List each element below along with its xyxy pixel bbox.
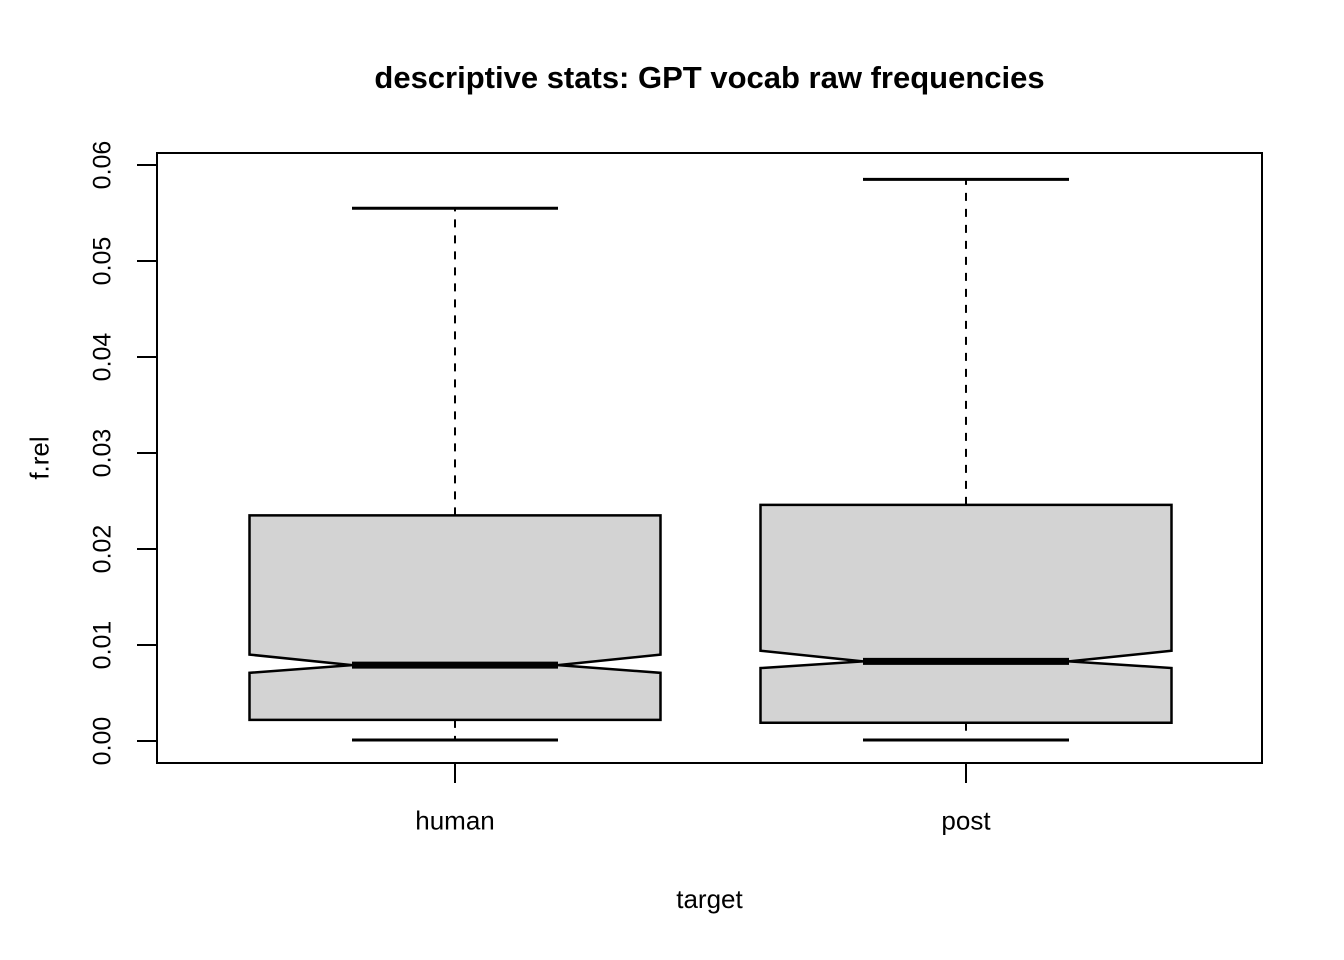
notched-box-human [248,514,662,722]
y-tick-label: 0.05 [88,236,117,286]
x-category-label-post: post [941,805,991,836]
y-tick-label: 0.01 [88,620,117,670]
y-tick-label: 0.03 [88,428,117,478]
y-tick-label: 0.00 [88,716,117,766]
chart-title: descriptive stats: GPT vocab raw frequen… [374,60,1045,95]
x-axis-label: target [676,884,743,914]
x-category-label-human: human [415,805,495,836]
y-tick-label: 0.06 [88,140,117,190]
plot-border [156,152,1263,764]
y-tick-label: 0.04 [88,332,117,382]
y-tick-label: 0.02 [88,524,117,574]
notched-box-post [759,503,1173,725]
y-axis-label: f.rel [24,436,55,480]
